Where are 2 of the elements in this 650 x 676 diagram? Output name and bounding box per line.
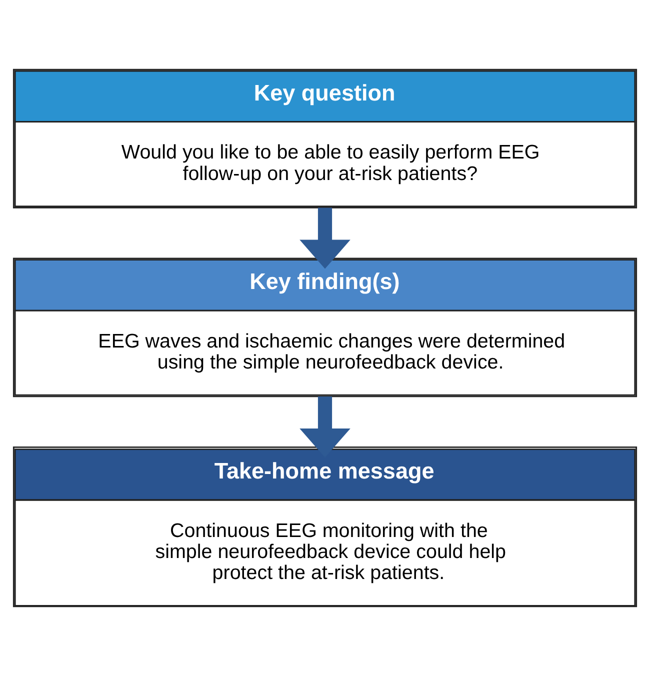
arrow <box>300 396 350 458</box>
arrow <box>300 208 350 269</box>
